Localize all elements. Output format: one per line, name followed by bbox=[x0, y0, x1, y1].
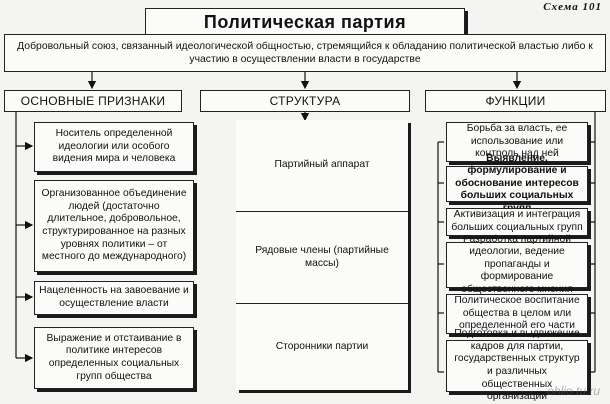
structure-item-members: Рядовые члены (партийные массы) bbox=[236, 212, 408, 304]
structure-header: СТРУКТУРА bbox=[200, 90, 410, 112]
feature-item-power: Нацеленность на завоевание и осуществлен… bbox=[34, 281, 194, 315]
function-item-struggle: Борьба за власть, ее использование или к… bbox=[446, 122, 588, 162]
feature-item-interests: Выражение и отстаивание в политике интер… bbox=[34, 327, 194, 389]
feature-item-organization: Организованное объединение людей (достат… bbox=[34, 180, 194, 272]
scheme-label: Схема 101 bbox=[543, 1, 602, 13]
feature-item-ideology: Носитель определенной идеологии или особ… bbox=[34, 122, 194, 172]
structure-item-apparatus: Партийный аппарат bbox=[236, 120, 408, 212]
structure-item-supporters: Сторонники партии bbox=[236, 304, 408, 390]
features-header: ОСНОВНЫЕ ПРИЗНАКИ bbox=[4, 90, 182, 112]
function-item-activation: Активизация и интеграция больших социаль… bbox=[446, 208, 588, 236]
function-item-interests: Выявление, формулирование и обоснование … bbox=[446, 153, 588, 214]
functions-header: ФУНКЦИИ bbox=[425, 90, 606, 112]
function-item-personnel: Подготовка и выдвижение кадров для парти… bbox=[446, 328, 588, 402]
function-item-ideology: Разработка партийной идеологии, ведение … bbox=[446, 234, 588, 295]
diagram-title: Политическая партия bbox=[145, 8, 465, 38]
definition-box: Добровольный союз, связанный идеологичес… bbox=[4, 34, 606, 72]
watermark: ohlio.tu.ru bbox=[547, 384, 600, 398]
function-item-education: Политическое воспитание общества в целом… bbox=[446, 294, 588, 334]
